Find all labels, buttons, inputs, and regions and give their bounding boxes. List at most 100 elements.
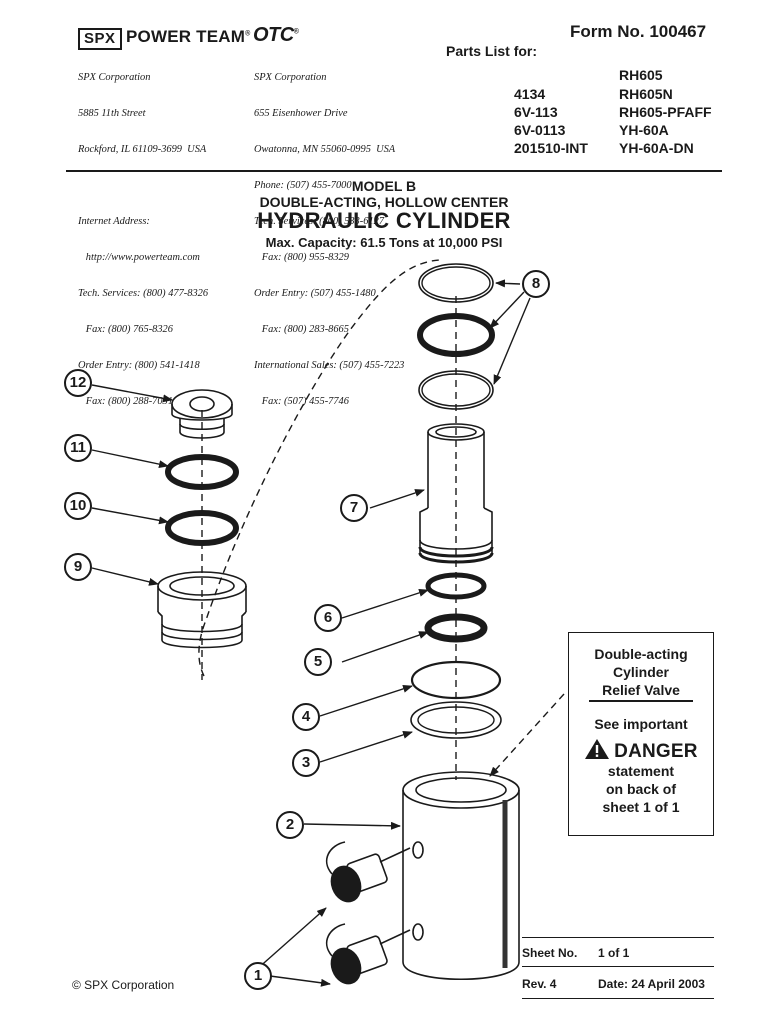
warning-text: See important bbox=[594, 715, 688, 732]
callout-10: 10 bbox=[64, 492, 92, 520]
address-block-right: SPX Corporation 655 Eisenhower Drive Owa… bbox=[254, 48, 404, 420]
warning-triangle-icon bbox=[585, 738, 610, 759]
leader-line bbox=[493, 297, 531, 385]
address-line: 655 Eisenhower Drive bbox=[254, 108, 348, 119]
plunger bbox=[418, 423, 494, 564]
leader-line bbox=[341, 631, 429, 663]
leader-line bbox=[319, 730, 413, 763]
warning-text: statement bbox=[607, 762, 675, 779]
leader-line bbox=[91, 384, 173, 403]
power-team-logo-text: POWER TEAM bbox=[126, 27, 246, 46]
address-line: Phone: (507) 455-7000 bbox=[254, 180, 352, 191]
leader-line bbox=[91, 507, 169, 525]
leader-line bbox=[341, 588, 429, 619]
seal-ring bbox=[421, 266, 491, 300]
address-line: Internet Address: bbox=[78, 216, 150, 227]
address-line: Order Entry: (507) 455-1480 bbox=[254, 288, 376, 299]
part-number: RH605-PFAFF bbox=[619, 104, 712, 120]
otc-logo-text: OTC bbox=[253, 24, 294, 46]
part-number: YH-60A-DN bbox=[619, 140, 694, 156]
seal-ring-black bbox=[165, 454, 239, 490]
address-line: Tech. Services: (800) 533-6127 bbox=[254, 216, 385, 227]
leader-line bbox=[495, 279, 521, 288]
callout-8: 8 bbox=[522, 270, 550, 298]
otc-logo: OTC® bbox=[253, 24, 299, 46]
sheet-number-row: Sheet No. 1 of 1 bbox=[522, 946, 714, 960]
spx-logo: SPX bbox=[78, 28, 122, 50]
part-number: 201510-INT bbox=[514, 140, 588, 156]
revision-row: Rev. 4 Date: 24 April 2003 bbox=[522, 977, 714, 991]
revision-label: Rev. 4 bbox=[522, 977, 557, 991]
coupler bbox=[326, 841, 411, 985]
callout-6: 6 bbox=[314, 604, 342, 632]
leader-line bbox=[319, 684, 413, 717]
seal-ring bbox=[421, 373, 491, 407]
leader-line bbox=[489, 291, 525, 329]
leader-line bbox=[369, 489, 425, 509]
callout-12: 12 bbox=[64, 369, 92, 397]
threaded-cap bbox=[171, 389, 233, 439]
form-number: Form No. 100467 bbox=[570, 22, 707, 41]
parts-list-for-label: Parts List for: bbox=[446, 43, 538, 59]
o-ring bbox=[410, 660, 502, 700]
callout-1: 1 bbox=[244, 962, 272, 990]
revision-date: Date: 24 April 2003 bbox=[598, 977, 705, 991]
copyright: © SPX Corporation bbox=[72, 978, 175, 992]
address-line: Fax: (800) 288-7031 bbox=[78, 396, 173, 407]
part-number: 6V-113 bbox=[514, 104, 558, 120]
address-line: Rockford, IL 61109-3699 USA bbox=[78, 144, 207, 155]
part-number: YH-60A bbox=[619, 122, 669, 138]
address-line: International Sales: (507) 455-7223 bbox=[254, 360, 405, 371]
address-line: SPX Corporation bbox=[254, 72, 327, 83]
relief-valve-leader bbox=[489, 693, 565, 777]
leader-line bbox=[91, 449, 169, 469]
leader-line bbox=[303, 821, 401, 830]
sheet-label: Sheet No. bbox=[522, 946, 578, 960]
part-number: 4134 bbox=[514, 86, 546, 102]
sheet-divider bbox=[522, 966, 714, 967]
warning-text: Cylinder bbox=[612, 664, 669, 680]
cylinder-body bbox=[402, 771, 520, 980]
part-number: RH605N bbox=[619, 86, 673, 102]
sheet-divider bbox=[522, 998, 714, 999]
leader-line bbox=[91, 567, 159, 586]
callout-2: 2 bbox=[276, 811, 304, 839]
leader-line bbox=[255, 907, 327, 971]
warning-underline bbox=[589, 700, 693, 702]
header-divider bbox=[66, 170, 722, 172]
address-line: http://www.powerteam.com bbox=[78, 252, 200, 263]
danger-label: DANGER bbox=[614, 740, 698, 762]
model-label: MODEL B bbox=[351, 178, 417, 194]
subtitle: DOUBLE-ACTING, HOLLOW CENTER bbox=[259, 194, 509, 210]
address-line: Owatonna, MN 55060-0995 USA bbox=[254, 144, 396, 155]
sheet-value: 1 of 1 bbox=[598, 946, 630, 960]
relief-valve-warning-box: Double-acting Cylinder Relief Valve See … bbox=[568, 632, 714, 836]
warning-text: Double-acting bbox=[594, 646, 688, 662]
power-team-logo: POWER TEAM® bbox=[126, 27, 251, 46]
gland-nut bbox=[157, 571, 247, 649]
wiper-ring bbox=[424, 613, 488, 643]
callout-5: 5 bbox=[304, 648, 332, 676]
address-line: Order Entry: (800) 541-1418 bbox=[78, 360, 200, 371]
part-number: RH605 bbox=[619, 67, 663, 83]
warning-text: Relief Valve bbox=[602, 682, 680, 698]
backup-ring bbox=[417, 706, 495, 734]
seal-ring bbox=[418, 263, 494, 303]
callout-3: 3 bbox=[292, 749, 320, 777]
address-line: Fax: (800) 955-8329 bbox=[254, 252, 349, 263]
address-line: SPX Corporation bbox=[78, 72, 151, 83]
sheet-divider bbox=[522, 937, 714, 938]
address-line: 5885 11th Street bbox=[78, 108, 146, 119]
wiper-ring bbox=[425, 572, 487, 600]
address-line: Fax: (800) 765-8326 bbox=[78, 324, 173, 335]
callout-11: 11 bbox=[64, 434, 92, 462]
seal-ring-black bbox=[165, 510, 239, 546]
capacity-label: Max. Capacity: 61.5 Tons at 10,000 PSI bbox=[265, 235, 503, 250]
callout-4: 4 bbox=[292, 703, 320, 731]
address-line: Tech. Services: (800) 477-8326 bbox=[78, 288, 209, 299]
danger-heading: DANGER bbox=[569, 738, 713, 763]
warning-text: on back of bbox=[605, 780, 676, 797]
address-line: Fax: (507) 455-7746 bbox=[254, 396, 349, 407]
callout-7: 7 bbox=[340, 494, 368, 522]
